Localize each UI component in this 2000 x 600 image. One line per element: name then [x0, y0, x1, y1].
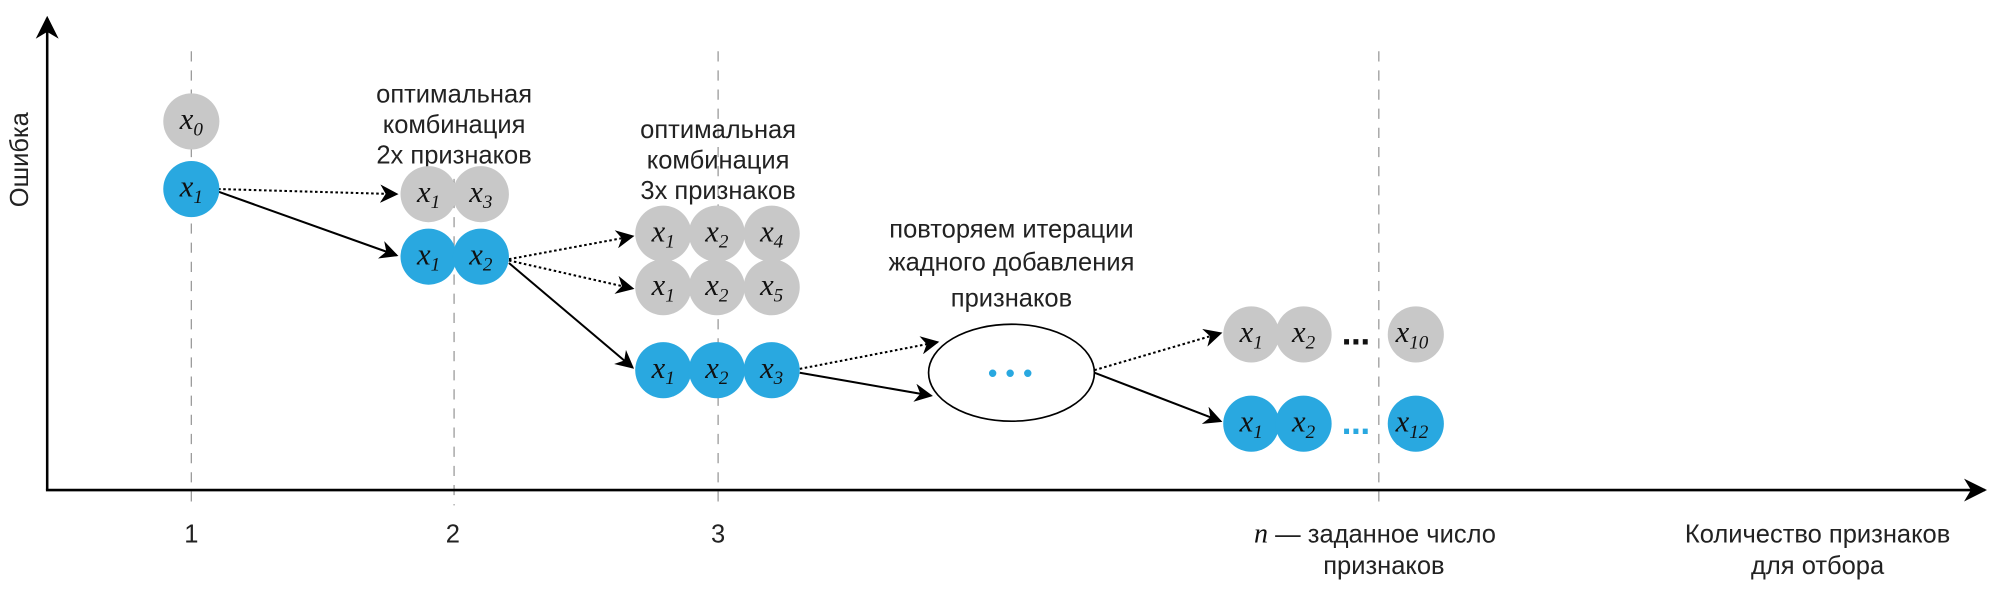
dotted-arrow [799, 336, 940, 370]
y-axis-label: Ошибка [6, 111, 34, 207]
x-tick-1: 1 [184, 520, 198, 548]
x-tick-n: n — заданное число [1254, 518, 1496, 549]
x-tick-2: 2 [446, 520, 460, 548]
feature-node-selected: x1 [163, 160, 220, 218]
step3-line: оптимальная [640, 116, 796, 144]
feature-node-selected: x1 [635, 342, 692, 399]
feature-node-selected: x12 [1387, 395, 1444, 452]
step3-line: комбинация [647, 147, 790, 175]
solid-arrow [508, 262, 635, 369]
node-circle [452, 228, 509, 285]
arrows [217, 184, 1223, 424]
repeat-line: признаков [951, 284, 1072, 312]
node-circle [743, 205, 800, 262]
node-label: x1 [1239, 315, 1263, 353]
node-circle [163, 160, 220, 218]
feature-node-candidate: x1 [400, 166, 457, 223]
node-label: x1 [651, 351, 675, 389]
node-label: x1 [179, 170, 203, 208]
node-circle [635, 342, 692, 399]
dotted-arrow [1094, 328, 1223, 372]
node-label: x0 [179, 102, 204, 140]
step2-line: комбинация [383, 111, 526, 139]
node-label: x1 [1239, 404, 1263, 442]
node-label: x1 [416, 175, 440, 213]
node-label: x1 [651, 214, 675, 252]
node-label: x5 [759, 268, 783, 306]
node-label: x2 [1291, 404, 1316, 442]
step2-line: оптимальная [376, 80, 532, 108]
feature-node-selected: x3 [743, 342, 800, 399]
step2-annotation: оптимальная комбинация 2х признаков [376, 80, 532, 169]
repeat-line: жадного добавления [889, 249, 1135, 277]
feature-node-candidate: x2 [688, 259, 745, 316]
dotted-arrow [508, 259, 635, 294]
node-circle [1387, 395, 1444, 452]
node-circle [400, 228, 457, 285]
node-circle [1223, 306, 1280, 363]
node-circle [743, 342, 800, 399]
node-circle [688, 342, 745, 399]
feature-node-candidate: x5 [743, 259, 800, 316]
node-label: x3 [468, 175, 492, 213]
x-tick-3: 3 [711, 520, 725, 548]
step2-line: 2х признаков [376, 142, 531, 170]
node-circle [163, 93, 220, 150]
step3-line: 3х признаков [640, 177, 795, 205]
dotted-arrow [218, 184, 399, 203]
x-tick-n-line2: признаков [1323, 552, 1444, 580]
node-label: x2 [1291, 315, 1316, 353]
node-label: x10 [1395, 315, 1429, 353]
node-circle [452, 166, 509, 223]
node-label: x3 [759, 351, 783, 389]
feature-node-candidate: x4 [743, 205, 800, 262]
node-circle [635, 205, 692, 262]
feature-node-candidate: x1 [635, 259, 692, 316]
node-label: x2 [468, 237, 493, 275]
repeat-line: повторяем итерации [889, 215, 1133, 243]
feature-node-candidate: x0 [163, 93, 220, 150]
node-label: x2 [704, 351, 729, 389]
feature-node-candidate: x2 [1275, 306, 1332, 363]
feature-node-candidate: x10 [1387, 306, 1444, 363]
feature-nodes: x0 x1 x1 x3 x1 x2 x1 x2 x4 x1 x2 x5 x1 x2 x3 x1 x2 x10 x1 x… [163, 93, 1444, 452]
node-circle [1275, 395, 1332, 452]
feature-node-selected: x2 [452, 228, 509, 285]
solid-arrow [799, 371, 933, 402]
step3-annotation: оптимальная комбинация 3х признаков [640, 116, 796, 205]
gray-ellipsis: … [1342, 319, 1370, 352]
node-label: x1 [651, 268, 675, 306]
node-circle [1387, 306, 1444, 363]
feature-node-selected: x1 [400, 228, 457, 285]
node-circle [400, 166, 457, 223]
node-label: x1 [416, 237, 440, 275]
feature-node-candidate: x3 [452, 166, 509, 223]
repeat-annotation: повторяем итерации жадного добавления пр… [889, 215, 1135, 312]
node-circle [743, 259, 800, 316]
x-axis-label-line1: Количество признаков [1685, 520, 1950, 548]
solid-arrow [1094, 371, 1223, 424]
node-circle [635, 259, 692, 316]
node-circle [688, 259, 745, 316]
x-axis-label-line2: для отбора [1751, 552, 1885, 580]
node-label: x2 [704, 214, 729, 252]
solid-arrow [217, 190, 399, 259]
feature-node-candidate: x2 [688, 205, 745, 262]
node-label: x12 [1395, 404, 1429, 442]
feature-node-candidate: x1 [1223, 306, 1280, 363]
ellipse-dots: ••• [985, 360, 1038, 390]
dotted-arrow [508, 230, 635, 261]
node-label: x2 [704, 268, 729, 306]
node-label: x4 [759, 214, 784, 252]
feature-node-selected: x2 [1275, 395, 1332, 452]
feature-node-candidate: x1 [635, 205, 692, 262]
iteration-ellipse [927, 323, 1096, 423]
blue-ellipsis: … [1342, 408, 1370, 441]
node-circle [688, 205, 745, 262]
node-circle [1275, 306, 1332, 363]
feature-node-selected: x2 [688, 342, 745, 399]
node-circle [1223, 395, 1280, 452]
dashed-guides [190, 51, 1380, 506]
feature-node-selected: x1 [1223, 395, 1280, 452]
